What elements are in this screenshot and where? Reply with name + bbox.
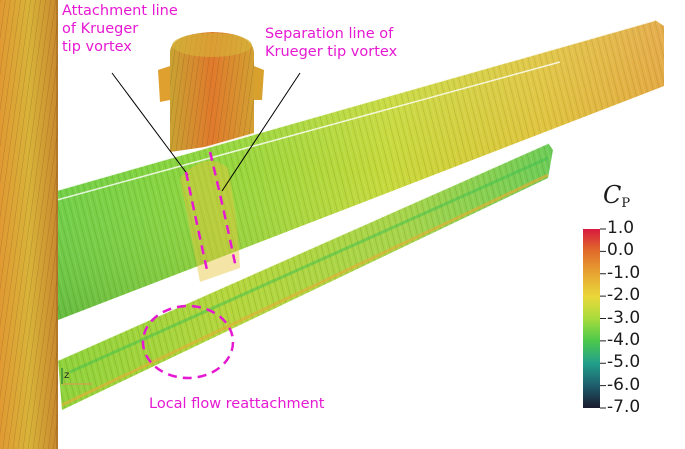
attachment-line-annotation: Attachment line of Krueger tip vortex — [62, 2, 178, 56]
vortex-line-markers — [141, 151, 238, 380]
attachment-line-marker — [184, 171, 209, 271]
colorbar-tick-label: -4.0 — [607, 329, 641, 350]
colorbar-subscript: P — [621, 196, 631, 211]
local-flow-annotation: Local flow reattachment — [149, 396, 325, 412]
colorbar-symbol: C — [603, 181, 622, 209]
colorbar-tick-label: -1.0 — [607, 262, 641, 283]
attachment-line-text-1: Attachment line — [62, 3, 178, 19]
attachment-line-text-3: tip vortex — [62, 39, 132, 55]
colorbar-gradient — [583, 229, 600, 408]
colorbar-tick-label: -2.0 — [607, 285, 641, 306]
colorbar-tick-label: 1.0 — [607, 218, 635, 238]
axis-z-label: z — [64, 370, 69, 381]
separation-line-text-1: Separation line of — [265, 26, 394, 42]
colorbar — [583, 228, 606, 409]
separation-line-annotation: Separation line of Krueger tip vortex — [265, 25, 397, 61]
colorbar-tick-label: 0.0 — [607, 240, 635, 261]
colorbar-tick-label: -6.0 — [607, 374, 641, 395]
annotation-leaders — [111, 72, 301, 192]
krueger-flap — [57, 142, 553, 410]
colorbar-title: CP — [603, 181, 630, 211]
reattachment-region-marker — [141, 304, 235, 380]
fuselage-wall — [0, 0, 58, 449]
attachment-line-text-2: of Krueger — [62, 21, 139, 37]
axis-triad: z — [61, 368, 92, 385]
pylon — [158, 32, 264, 152]
main-wing — [56, 19, 664, 320]
colorbar-tick-label: -3.0 — [607, 307, 641, 328]
separation-line-text-2: Krueger tip vortex — [265, 44, 398, 60]
colorbar-tick-label: -5.0 — [607, 352, 641, 373]
colorbar-tick-label: -7.0 — [607, 397, 641, 417]
separation-line-marker — [208, 151, 238, 269]
